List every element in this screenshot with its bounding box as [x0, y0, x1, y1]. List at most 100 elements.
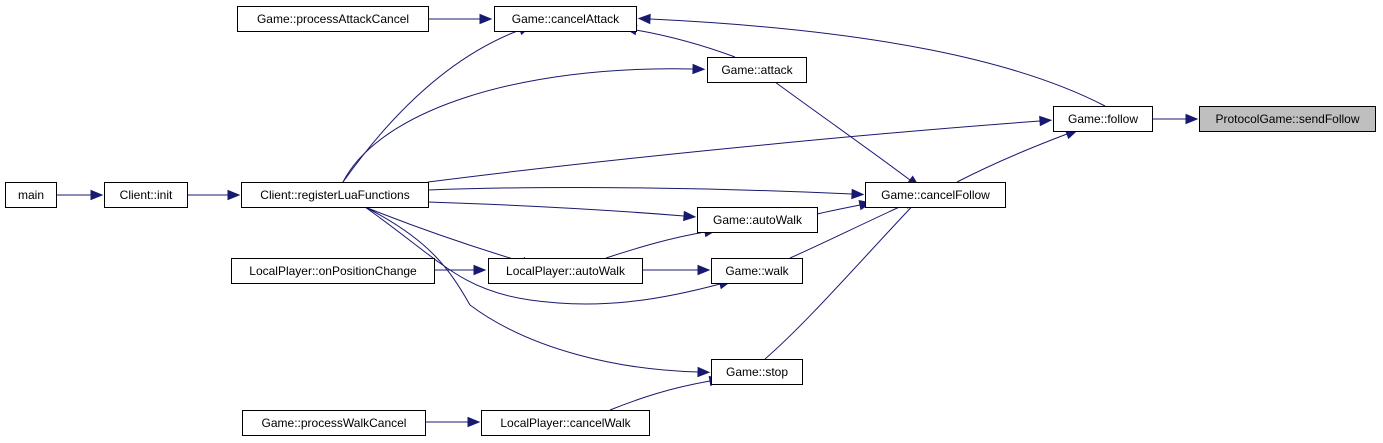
arrowhead — [697, 366, 711, 378]
node-box — [697, 207, 818, 233]
node-label: Game::cancelFollow — [881, 188, 990, 202]
nodes-layer: ProtocolGame::sendFollowGame::followGame… — [5, 6, 1376, 436]
node-box — [865, 182, 1006, 208]
arrowhead — [683, 210, 697, 222]
node-attack[interactable]: Game::attack — [707, 57, 807, 83]
edge-line — [427, 186, 853, 195]
node-label: Game::processWalkCancel — [262, 416, 407, 430]
arrowhead — [227, 189, 241, 201]
node-processWalkCancel[interactable]: Game::processWalkCancel — [242, 410, 426, 436]
node-box — [481, 410, 650, 436]
edge-registerLuaFunctions-to-autoWalk — [427, 201, 697, 222]
arrowhead — [692, 63, 706, 75]
edge-line — [764, 195, 923, 360]
node-clientInit[interactable]: Client::init — [104, 182, 188, 208]
node-box — [1199, 106, 1376, 132]
arrowhead — [467, 416, 481, 428]
node-main[interactable]: main — [5, 182, 57, 208]
node-walk[interactable]: Game::walk — [711, 258, 803, 284]
edge-line — [364, 206, 721, 305]
edge-registerLuaFunctions-to-walk — [364, 206, 732, 305]
edge-registerLuaFunctions-to-follow — [427, 115, 1053, 183]
edge-line — [789, 203, 907, 259]
node-box — [242, 410, 426, 436]
edges-layer — [56, 13, 1199, 428]
node-box — [231, 258, 435, 284]
edge-registerLuaFunctions-to-stop — [364, 206, 711, 378]
edge-attack-to-cancelFollow — [774, 81, 920, 188]
edge-registerLuaFunctions-to-cancelFollow — [427, 186, 865, 200]
node-cancelWalk[interactable]: LocalPlayer::cancelWalk — [481, 410, 650, 436]
node-box — [488, 258, 643, 284]
edge-line — [649, 18, 1106, 107]
arrowhead — [90, 189, 104, 201]
edge-attack-to-cancelAttack — [623, 24, 736, 58]
edge-follow-to-sendFollow — [1152, 113, 1199, 125]
node-label: Game::cancelAttack — [512, 12, 620, 26]
node-box — [237, 6, 429, 32]
edge-line — [956, 133, 1068, 183]
node-label: Game::attack — [721, 63, 793, 77]
edge-processAttackCancel-to-cancelAttack — [428, 13, 493, 25]
edge-line — [364, 206, 524, 263]
edge-processWalkCancel-to-cancelWalk — [425, 416, 481, 428]
node-label: Game::follow — [1068, 112, 1138, 126]
edge-registerLuaFunctions-to-attack — [342, 63, 706, 183]
node-box — [711, 359, 803, 385]
node-stop[interactable]: Game::stop — [711, 359, 803, 385]
node-registerLuaFunctions[interactable]: Client::registerLuaFunctions — [241, 182, 429, 208]
edge-line — [774, 81, 911, 181]
edge-line — [605, 231, 706, 259]
node-label: Game::processAttackCancel — [257, 12, 409, 26]
arrowhead — [473, 264, 487, 276]
node-label: Game::stop — [726, 365, 788, 379]
node-label: Client::init — [120, 188, 173, 202]
node-label: Game::autoWalk — [713, 213, 803, 227]
edge-line — [609, 380, 711, 411]
node-cancelFollow[interactable]: Game::cancelFollow — [865, 182, 1006, 208]
node-box — [5, 182, 57, 208]
node-follow[interactable]: Game::follow — [1053, 106, 1153, 132]
node-box — [494, 6, 637, 32]
edge-autoWalk-to-cancelFollow — [816, 199, 873, 215]
node-box — [711, 258, 803, 284]
arrowhead — [851, 188, 865, 200]
edge-onPositionChange-to-lpAutoWalk — [434, 264, 487, 276]
node-box — [1053, 106, 1153, 132]
edge-line — [364, 206, 699, 373]
node-label: Game::walk — [725, 264, 789, 278]
arrowhead — [637, 13, 651, 25]
node-cancelAttack[interactable]: Game::cancelAttack — [494, 6, 637, 32]
node-label: LocalPlayer::autoWalk — [506, 264, 626, 278]
edge-lpAutoWalk-to-walk — [642, 264, 711, 276]
node-lpAutoWalk[interactable]: LocalPlayer::autoWalk — [488, 258, 643, 284]
node-processAttackCancel[interactable]: Game::processAttackCancel — [237, 6, 429, 32]
node-sendFollow[interactable]: ProtocolGame::sendFollow — [1199, 106, 1376, 132]
node-box — [707, 57, 807, 83]
edge-line — [816, 204, 861, 215]
node-onPositionChange[interactable]: LocalPlayer::onPositionChange — [231, 258, 435, 284]
node-label: ProtocolGame::sendFollow — [1215, 112, 1359, 126]
edge-line — [427, 201, 685, 217]
node-autoWalk[interactable]: Game::autoWalk — [697, 207, 818, 233]
edge-cancelWalk-to-stop — [609, 375, 723, 411]
edge-line — [635, 29, 736, 58]
arrowhead — [479, 13, 493, 25]
arrowhead — [1039, 115, 1053, 127]
node-label: LocalPlayer::cancelWalk — [500, 416, 631, 430]
edge-registerLuaFunctions-to-lpAutoWalk — [364, 206, 535, 267]
node-box — [104, 182, 188, 208]
node-label: Client::registerLuaFunctions — [260, 188, 409, 202]
node-label: main — [18, 188, 44, 202]
edge-clientInit-to-registerLuaFunctions — [187, 189, 241, 201]
node-box — [241, 182, 429, 208]
edge-cancelFollow-to-follow — [956, 129, 1079, 183]
edge-follow-to-cancelAttack — [637, 13, 1106, 107]
arrowhead — [697, 264, 711, 276]
arrowhead — [1185, 113, 1199, 125]
edge-line — [342, 29, 521, 183]
node-label: LocalPlayer::onPositionChange — [249, 264, 417, 278]
edge-line — [427, 120, 1041, 183]
edge-main-to-clientInit — [56, 189, 104, 201]
